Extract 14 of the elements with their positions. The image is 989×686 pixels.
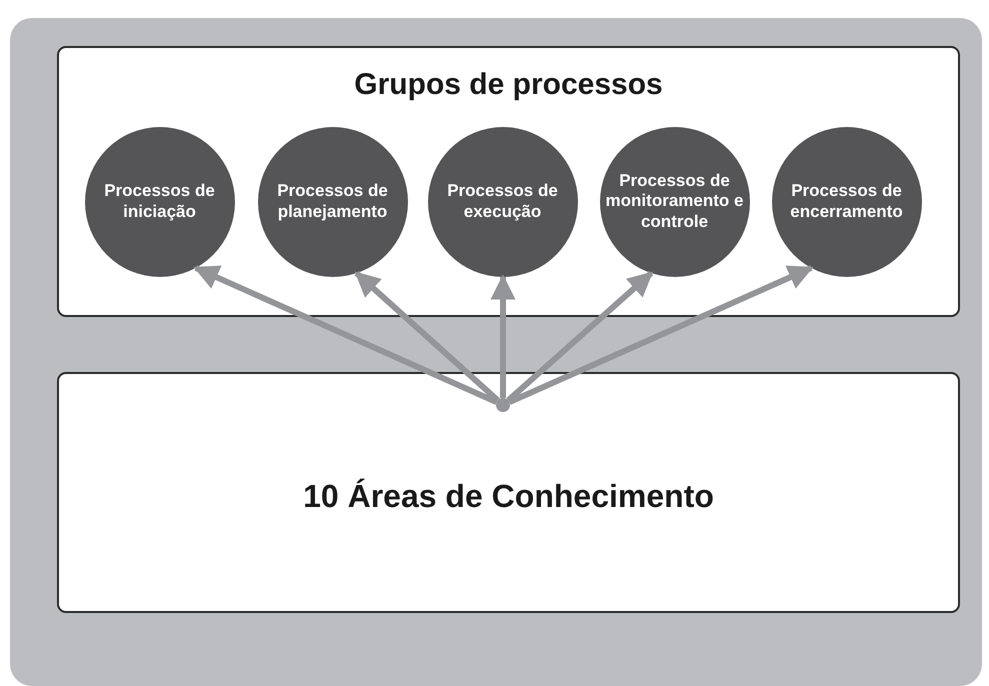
circle-label: Processos de execução: [446, 181, 559, 222]
panel: [57, 46, 960, 317]
arrow: [193, 265, 498, 405]
arrow: [490, 274, 516, 398]
panel-heading: Grupos de processos: [353, 68, 664, 102]
panel-heading: 10 Áreas de Conhecimento: [302, 478, 715, 515]
arrow: [508, 265, 814, 405]
circle-label: Processos de encerramento: [789, 181, 904, 222]
circle-label: Processos de iniciação: [103, 181, 216, 222]
arrow: [506, 270, 654, 403]
circle-label: Processos de planejamento: [276, 181, 389, 222]
arrow: [354, 270, 500, 403]
panel: [57, 372, 960, 613]
circle-label: Processos de monitoramento e controle: [604, 170, 744, 232]
